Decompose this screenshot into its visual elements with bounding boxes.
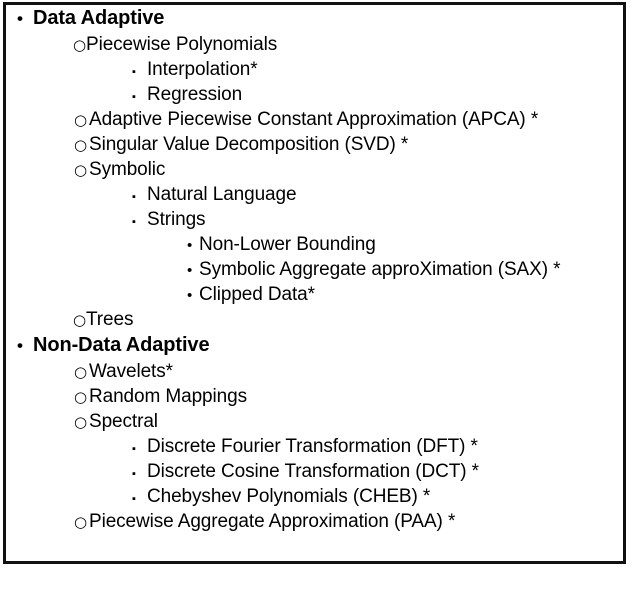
tree-node-label: Discrete Cosine Transformation (DCT) * [147, 461, 479, 482]
square-bullet-icon: ▪ [132, 191, 136, 203]
disc-bullet-icon: • [17, 336, 23, 355]
square-bullet-icon: ▪ [132, 468, 136, 480]
tree-node-level-3: ▪ Strings [6, 207, 623, 232]
tree-node-level-3: ▪ Chebyshev Polynomials (CHEB) * [6, 484, 623, 509]
square-bullet-icon: ▪ [132, 493, 136, 505]
tree-node-label: Symbolic Aggregate approXimation (SAX) * [199, 259, 561, 280]
circle-bullet-icon: ○ [74, 161, 87, 179]
square-bullet-icon: ▪ [132, 443, 136, 455]
circle-bullet-icon: ○ [74, 513, 87, 531]
circle-bullet-icon: ○ [73, 311, 86, 329]
tree-node-level-1: • Data Adaptive [6, 5, 623, 32]
disc-bullet-icon: • [187, 287, 193, 304]
circle-bullet-icon: ○ [74, 111, 87, 129]
tree-node-level-2: ○Symbolic [6, 157, 623, 182]
tree-node-label: Piecewise Aggregate Approximation (PAA) … [89, 511, 456, 532]
tree-node-level-4: • Clipped Data* [6, 282, 623, 307]
tree-node-label: Discrete Fourier Transformation (DFT) * [147, 436, 478, 457]
tree-node-label: Natural Language [147, 184, 297, 205]
tree-node-level-2: ○Trees [6, 307, 623, 332]
tree-node-level-2: ○Piecewise Polynomials [6, 32, 623, 57]
tree-node-level-2: ○Random Mappings [6, 384, 623, 409]
disc-bullet-icon: • [187, 237, 193, 254]
circle-bullet-icon: ○ [74, 363, 87, 381]
tree-node-label: Non-Lower Bounding [199, 234, 376, 255]
tree-node-label: Regression [147, 84, 243, 105]
tree-node-label: Non-Data Adaptive [33, 334, 210, 356]
tree-node-label: Piecewise Polynomials [86, 34, 278, 55]
circle-bullet-icon: ○ [74, 136, 87, 154]
tree-node-label: Symbolic [89, 159, 166, 180]
disc-bullet-icon: • [17, 9, 23, 28]
disc-bullet-icon: • [187, 262, 193, 279]
tree-node-label: Adaptive Piecewise Constant Approximatio… [89, 109, 539, 130]
tree-node-level-3: ▪ Regression [6, 82, 623, 107]
taxonomy-tree: •Data Adaptive○Piecewise Polynomials▪Int… [6, 5, 623, 534]
circle-bullet-icon: ○ [74, 388, 87, 406]
tree-node-label: Data Adaptive [33, 7, 165, 29]
tree-node-label: Spectral [89, 411, 158, 432]
tree-node-label: Singular Value Decomposition (SVD) * [89, 134, 409, 155]
taxonomy-frame: •Data Adaptive○Piecewise Polynomials▪Int… [3, 2, 626, 564]
tree-node-label: Clipped Data* [199, 284, 315, 305]
tree-node-level-3: ▪ Interpolation* [6, 57, 623, 82]
tree-node-level-2: ○Piecewise Aggregate Approximation (PAA)… [6, 509, 623, 534]
tree-node-label: Random Mappings [89, 386, 247, 407]
tree-node-label: Trees [86, 309, 134, 330]
tree-node-level-3: ▪ Discrete Cosine Transformation (DCT) * [6, 459, 623, 484]
tree-node-level-4: • Symbolic Aggregate approXimation (SAX) … [6, 257, 623, 282]
circle-bullet-icon: ○ [73, 36, 86, 54]
square-bullet-icon: ▪ [132, 216, 136, 228]
tree-node-label: Wavelets* [89, 361, 173, 382]
tree-node-level-2: ○Adaptive Piecewise Constant Approximati… [6, 107, 623, 132]
tree-node-level-3: ▪ Natural Language [6, 182, 623, 207]
tree-node-label: Strings [147, 209, 206, 230]
square-bullet-icon: ▪ [132, 91, 136, 103]
tree-node-level-2: ○Wavelets* [6, 359, 623, 384]
tree-node-level-3: ▪ Discrete Fourier Transformation (DFT) * [6, 434, 623, 459]
circle-bullet-icon: ○ [74, 413, 87, 431]
tree-node-label: Interpolation* [147, 59, 258, 80]
square-bullet-icon: ▪ [132, 66, 136, 78]
tree-node-level-1: • Non-Data Adaptive [6, 332, 623, 359]
tree-node-level-4: • Non-Lower Bounding [6, 232, 623, 257]
tree-node-level-2: ○Singular Value Decomposition (SVD) * [6, 132, 623, 157]
tree-node-label: Chebyshev Polynomials (CHEB) * [147, 486, 431, 507]
tree-node-level-2: ○Spectral [6, 409, 623, 434]
